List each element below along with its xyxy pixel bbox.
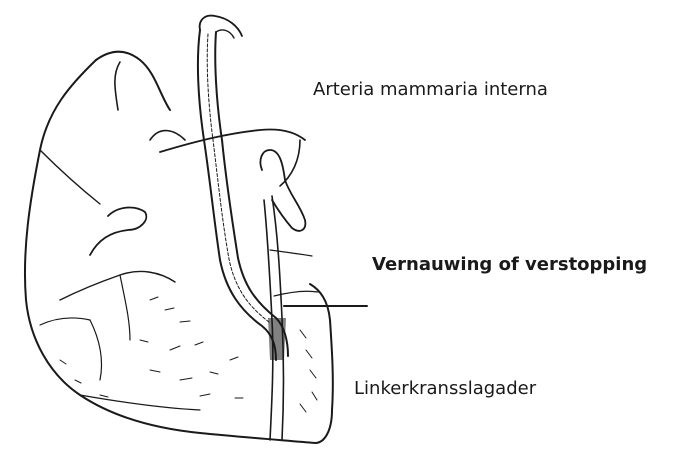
stenosis-shading <box>268 318 286 360</box>
right-atrium-line <box>40 150 100 204</box>
texture-2 <box>150 357 243 398</box>
ima-outer-right <box>215 32 288 356</box>
label-arteria-mammaria-interna: Arteria mammaria interna <box>313 79 548 100</box>
vessel-branch-2 <box>40 318 90 325</box>
aortic-arch <box>96 52 170 110</box>
lad-branch-a <box>270 250 312 256</box>
great-vessel-1 <box>115 62 120 110</box>
ima-outer-left <box>198 30 276 360</box>
atrium-edge <box>280 140 300 186</box>
ima-top-curl <box>200 16 242 36</box>
vessel-branch-3 <box>90 320 102 380</box>
vessel-branch-1 <box>60 271 175 300</box>
label-linkerkransslagader: Linkerkransslagader <box>354 378 536 399</box>
left-atrial-appendage <box>260 150 305 231</box>
texture-1 <box>140 297 203 350</box>
great-vessel-2 <box>150 131 185 140</box>
ima-top-curl-2 <box>216 30 234 38</box>
label-vernauwing: Vernauwing of verstopping <box>372 254 647 275</box>
heart-outline <box>25 60 333 443</box>
pulmonary-trunk <box>160 129 305 152</box>
atrium-fold <box>90 207 146 255</box>
texture-3 <box>300 330 317 412</box>
vessel-branch-4 <box>120 275 130 340</box>
apex-line <box>80 395 200 410</box>
